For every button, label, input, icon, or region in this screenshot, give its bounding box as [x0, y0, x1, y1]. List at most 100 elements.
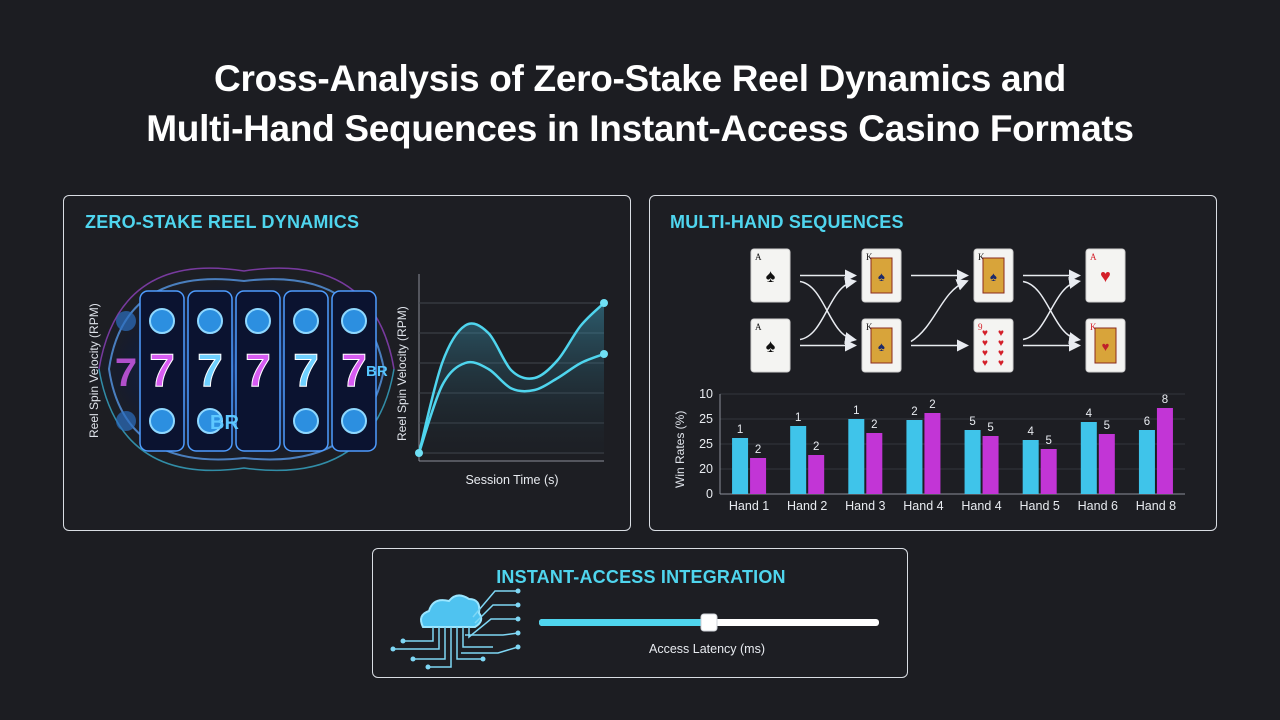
bar-data-label: 5: [1045, 435, 1051, 447]
flow-arrow-cross: [910, 279, 969, 343]
bar-series-2: [1156, 408, 1173, 494]
bar-data-label: 5: [987, 422, 993, 434]
card-sequence-flow: A♠K♠K♠A♥A♠K♠9♥♥♥♥♥♥♥♥K♥: [750, 248, 1126, 373]
bar-data-label: 1: [853, 405, 859, 417]
circuit-trace: [465, 632, 519, 636]
bar-series-2: [1040, 449, 1057, 494]
bar-series-1: [790, 426, 807, 494]
slot-orb-bottom: [149, 408, 175, 434]
card-row1-1: A♠: [750, 248, 791, 303]
bar-series-2: [982, 436, 999, 494]
slot-reel-2: 7: [187, 290, 233, 452]
bar-data-label: 2: [871, 419, 877, 431]
slot-orb-top: [293, 308, 319, 334]
line-series-1: [417, 302, 605, 454]
slot-reel-1: 7: [139, 290, 185, 452]
bar-data-label: 1: [737, 424, 743, 436]
bar-category-label: Hand 8: [1136, 499, 1176, 513]
bar-data-label: 2: [929, 399, 935, 411]
bar-series-1: [848, 419, 865, 494]
slot-seven-symbol: 7: [293, 344, 319, 396]
slot-bar-text: BR: [210, 412, 239, 434]
card-face: [973, 318, 1014, 373]
slot-orb-top: [341, 308, 367, 334]
hand-panel-title: MULTI-HAND SEQUENCES: [670, 212, 904, 232]
card-suit: ♥: [1102, 339, 1110, 354]
line-series-2: [417, 352, 605, 454]
king-figure: [870, 257, 893, 294]
card-row1-2: K♠: [861, 248, 902, 303]
circuit-trace: [456, 627, 483, 660]
line-point: [415, 449, 423, 457]
reel-panel-title: ZERO-STAKE REEL DYNAMICS: [85, 212, 360, 232]
cloud-icon: [420, 594, 483, 628]
card-suit: ♠: [878, 269, 885, 284]
bar-category-label: Hand 4: [903, 499, 943, 513]
bar-data-label: 1: [795, 412, 801, 424]
king-figure: [982, 257, 1005, 294]
bar-series-2: [1098, 434, 1115, 494]
card-row1-3: K♠: [973, 248, 1014, 303]
circuit-node: [515, 602, 521, 608]
card-suit: ♠: [990, 269, 997, 284]
slot-orb-top: [149, 308, 175, 334]
slider-fill: [539, 619, 709, 626]
bar-data-label: 6: [1144, 416, 1150, 428]
slot-reel-frame: [331, 290, 377, 452]
circuit-trace: [461, 646, 519, 654]
circuit-trace: [393, 627, 440, 650]
slot-reel-frame: [283, 290, 329, 452]
card-rank: K: [978, 252, 985, 262]
card-suit: ♠: [766, 266, 776, 286]
circuit-trace: [462, 627, 493, 648]
bar-data-label: 5: [1104, 420, 1110, 432]
instant-access-panel: INSTANT-ACCESS INTEGRATION Access Latenc…: [372, 548, 908, 678]
slot-orb-bottom: [197, 408, 223, 434]
line-chart-y-label: Reel Spin Velocity (RPM): [395, 306, 409, 441]
circuit-trace: [468, 618, 518, 639]
bar-data-label: 2: [813, 441, 819, 453]
hand-panel-graphics: A♠K♠K♠A♥A♠K♠9♥♥♥♥♥♥♥♥K♥ Win Rates (%) 02…: [673, 248, 1185, 513]
slot-seven-symbol: 7: [197, 344, 223, 396]
bar-category-label: Hand 2: [787, 499, 827, 513]
slot-reel-frame: [187, 290, 233, 452]
card-row1-4: A♥: [1085, 248, 1126, 303]
bar-category-label: Hand 3: [845, 499, 885, 513]
card-pip: ♥: [998, 338, 1004, 349]
circuit-node: [515, 588, 521, 594]
page-title: Cross-Analysis of Zero-Stake Reel Dynami…: [0, 54, 1280, 154]
bar-category-label: Hand 4: [961, 499, 1001, 513]
card-pip: ♥: [998, 348, 1004, 359]
circuit-node: [400, 638, 406, 644]
slot-reel-5: 7: [331, 290, 377, 452]
bar-data-label: 2: [911, 406, 917, 418]
bar-series-2: [808, 455, 825, 494]
slot-orb-left: [116, 311, 136, 331]
bar-data-label: 5: [969, 416, 975, 428]
circuit-trace: [474, 604, 518, 624]
latency-slider[interactable]: [539, 613, 879, 632]
slider-thumb[interactable]: [700, 613, 718, 632]
card-pip: ♥: [982, 328, 988, 339]
circuit-node: [515, 644, 521, 650]
bar-data-label: 2: [755, 444, 761, 456]
bar-y-tick: 25: [699, 437, 713, 451]
slot-orb-bottom: [293, 408, 319, 434]
line-point: [600, 299, 608, 307]
bar-y-tick: 20: [699, 462, 713, 476]
card-row2-4: K♥: [1085, 318, 1126, 373]
cloud-network-icon: [390, 588, 521, 670]
card-pip: ♥: [998, 328, 1004, 339]
bar-series-1: [906, 420, 923, 494]
multi-hand-panel: MULTI-HAND SEQUENCES A♠K♠K♠A♥A♠K♠9♥♥♥♥♥♥…: [649, 195, 1217, 531]
bar-series-1: [1022, 440, 1039, 494]
slot-seven-symbol: 7: [341, 344, 367, 396]
circuit-node: [410, 656, 416, 662]
bar-y-tick: 10: [699, 387, 713, 401]
slider-label: Access Latency (ms): [649, 642, 765, 656]
circuit-node: [425, 664, 431, 670]
bar-series-2: [866, 433, 883, 494]
